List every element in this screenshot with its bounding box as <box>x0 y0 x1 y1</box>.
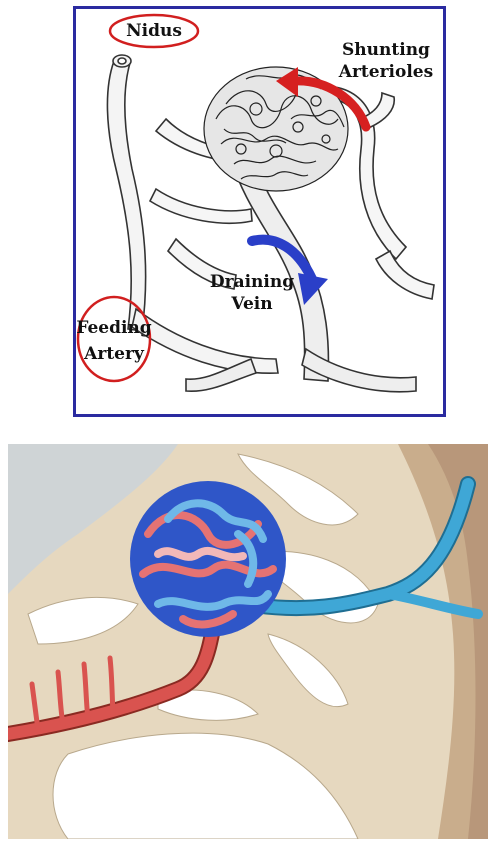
draining-vein-label-line1: Draining <box>210 272 294 292</box>
feeding-artery-label-line1: Feeding <box>76 318 151 338</box>
nidus-label: Nidus <box>126 21 182 41</box>
feeding-artery-label-circle <box>78 297 150 381</box>
shunting-arterioles-label-line2: Arterioles <box>338 62 433 82</box>
avm-brain-illustration-panel <box>8 444 488 839</box>
feeding-artery-label-line2: Artery <box>83 344 145 364</box>
avm-nidus <box>130 481 286 637</box>
avm-brain-illustration <box>8 444 488 839</box>
shunting-arterioles-label-line1: Shunting <box>342 40 430 60</box>
avm-schematic-panel: Nidus Shunting Arterioles Draining Vein … <box>73 6 446 417</box>
avm-schematic-drawing: Nidus Shunting Arterioles Draining Vein … <box>76 9 443 414</box>
draining-vein-label-line2: Vein <box>230 294 272 314</box>
